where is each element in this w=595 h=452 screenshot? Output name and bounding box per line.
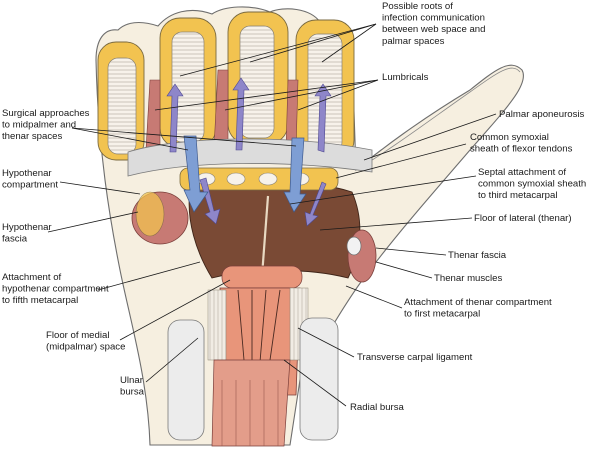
label-hypothenar-compartment: Hypothenar compartment <box>2 168 58 191</box>
finger-index <box>97 41 145 161</box>
hypothenar-fascia-edge <box>135 191 165 237</box>
label-attachment-thenar: Attachment of thenar compartment to firs… <box>404 297 554 320</box>
metacarpal-heads <box>221 265 303 289</box>
label-ulnar-bursa: Ulnar bursa <box>120 375 146 398</box>
forearm-flexor <box>211 359 291 447</box>
label-attachment-hypothenar: Attachment of hypothenar compartment to … <box>2 272 111 306</box>
leader-lines <box>47 23 497 407</box>
label-possible-roots: Possible roots of infection communicatio… <box>382 1 488 47</box>
transverse-carpal-ligament-band <box>207 289 227 361</box>
tendon-cross-2 <box>226 172 246 186</box>
forearm-flexor-lines <box>221 380 279 446</box>
label-surgical-approaches: Surgical approaches to midpalmer and the… <box>2 108 92 142</box>
label-thenar-muscles: Thenar muscles <box>434 273 502 284</box>
labels: Possible roots of infection communicatio… <box>2 1 589 413</box>
label-hypothenar-fascia: Hypothenar fascia <box>2 222 54 245</box>
ulna-bone <box>167 319 205 441</box>
label-floor-medial: Floor of medial (midpalmar) space <box>46 330 125 353</box>
label-septal-attachment: Septal attachment of common symoxial she… <box>478 167 589 201</box>
tendon-lines <box>237 289 281 363</box>
label-lumbricals: Lumbricals <box>382 72 429 83</box>
thumb-outline <box>355 67 521 171</box>
label-floor-lateral: Floor of lateral (thenar) <box>474 213 572 224</box>
label-transverse-carpal: Transverse carpal ligament <box>357 352 473 363</box>
radius-bone <box>299 317 339 441</box>
midpalmar-septum <box>260 195 270 277</box>
label-thenar-fascia: Thenar fascia <box>448 250 507 261</box>
label-radial-bursa: Radial bursa <box>350 402 405 413</box>
label-palmar-aponeurosis: Palmar aponeurosis <box>499 109 585 120</box>
infection-arrows <box>166 77 332 227</box>
finger-middle <box>159 17 217 149</box>
tendon-cross-3 <box>258 172 278 186</box>
label-common-sheath: Common symoxial sheath of flexor tendons <box>470 132 573 155</box>
thenar-fascia-ring <box>346 236 362 256</box>
surgical-approach-arrows <box>183 135 307 213</box>
